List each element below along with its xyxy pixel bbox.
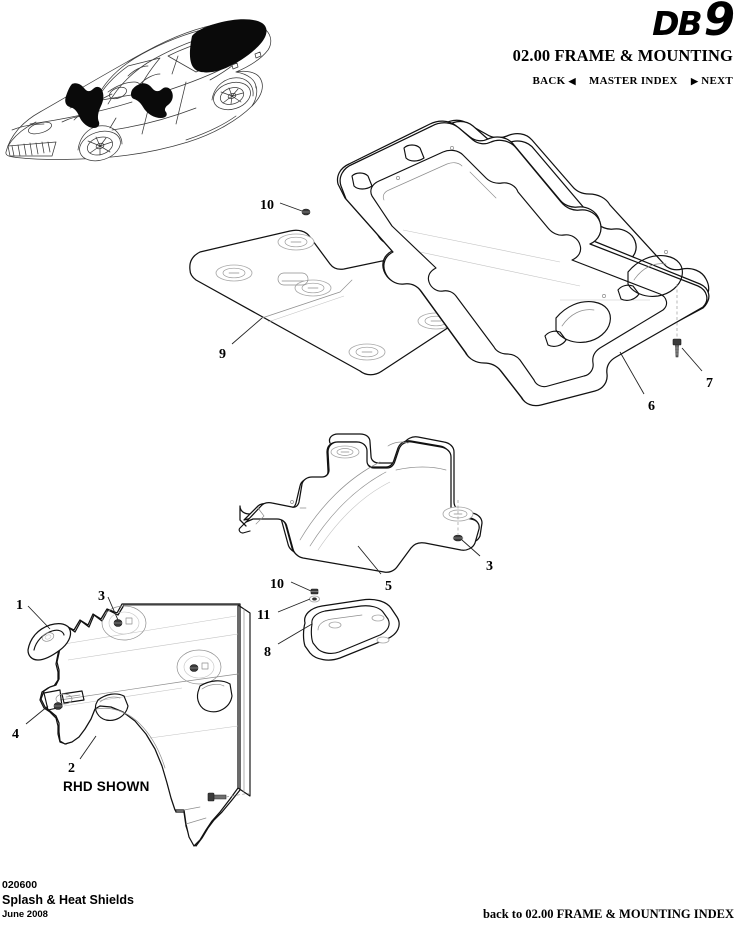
part-10-fastener-lower: [310, 588, 319, 595]
publication-date: June 2008: [2, 909, 48, 920]
db9-logo: DB9: [313, 0, 735, 46]
car-illustration: [5, 19, 272, 162]
callout-11: 11: [257, 608, 271, 623]
page-footer-left: 020600 Splash & Heat Shields June 2008: [2, 879, 134, 921]
db9-logo-db: DB: [652, 4, 703, 43]
part-4-lower-bracket: [43, 689, 73, 711]
callout-2: 2: [68, 761, 75, 776]
db9-logo-nine: 9: [703, 0, 735, 46]
back-link[interactable]: BACK: [532, 75, 566, 87]
next-arrow-icon[interactable]: ▶: [690, 76, 699, 86]
part-7-screw: [672, 284, 682, 358]
highlight-bulkhead-shield-left: [65, 83, 104, 128]
part-10-fastener-upper: [301, 208, 311, 216]
callout-7: 7: [706, 376, 713, 391]
part-2-bulkhead-splash-shield: [39, 603, 251, 847]
part-group-name: Splash & Heat Shields: [2, 893, 134, 907]
callout-5: 5: [385, 579, 392, 594]
panel-fastener-upper: [113, 617, 133, 627]
callout-9: 9: [219, 347, 226, 362]
callout-10-lower: 10: [270, 577, 284, 592]
next-link[interactable]: NEXT: [701, 75, 733, 87]
bottom-screw: [207, 792, 251, 802]
part-6-main-heat-shield: [336, 119, 710, 407]
part-3-fastener-right: [452, 500, 464, 542]
part-11-washer: [309, 595, 320, 603]
part-5-tunnel-heat-shield: [238, 433, 483, 573]
callout-leader-lines: [25, 202, 703, 760]
rear-wheel: [213, 81, 251, 111]
callout-3-right: 3: [486, 559, 493, 574]
page-header: DB9 02.00 FRAME & MOUNTING BACK ◀ MASTER…: [313, 0, 735, 88]
highlight-bulkhead-shield-right: [130, 83, 173, 118]
embossment-lower: [176, 649, 222, 685]
highlight-rear-floor-shield: [189, 19, 267, 73]
callout-1: 1: [16, 598, 23, 613]
panel-fastener-lower: [189, 662, 209, 672]
callout-6: 6: [648, 399, 655, 414]
callout-8: 8: [264, 645, 271, 660]
scoop-features: [544, 255, 683, 347]
callout-4: 4: [12, 727, 19, 742]
master-index-link[interactable]: MASTER INDEX: [588, 75, 678, 87]
part-group-code: 020600: [2, 879, 38, 891]
part-8-oval-heat-shield: [302, 598, 400, 661]
back-arrow-icon[interactable]: ◀: [568, 76, 576, 86]
rhd-shown-note: RHD SHOWN: [63, 779, 150, 794]
callout-10-upper: 10: [260, 198, 274, 213]
navigation-bar: BACK ◀ MASTER INDEX ▶ NEXT: [313, 74, 733, 88]
front-wheel: [79, 130, 121, 162]
embossment-upper: [101, 605, 147, 641]
callout-3-left: 3: [98, 589, 105, 604]
page-title: 02.00 FRAME & MOUNTING: [512, 46, 733, 65]
back-to-index-link[interactable]: back to 02.00 FRAME & MOUNTING INDEX: [482, 907, 734, 921]
